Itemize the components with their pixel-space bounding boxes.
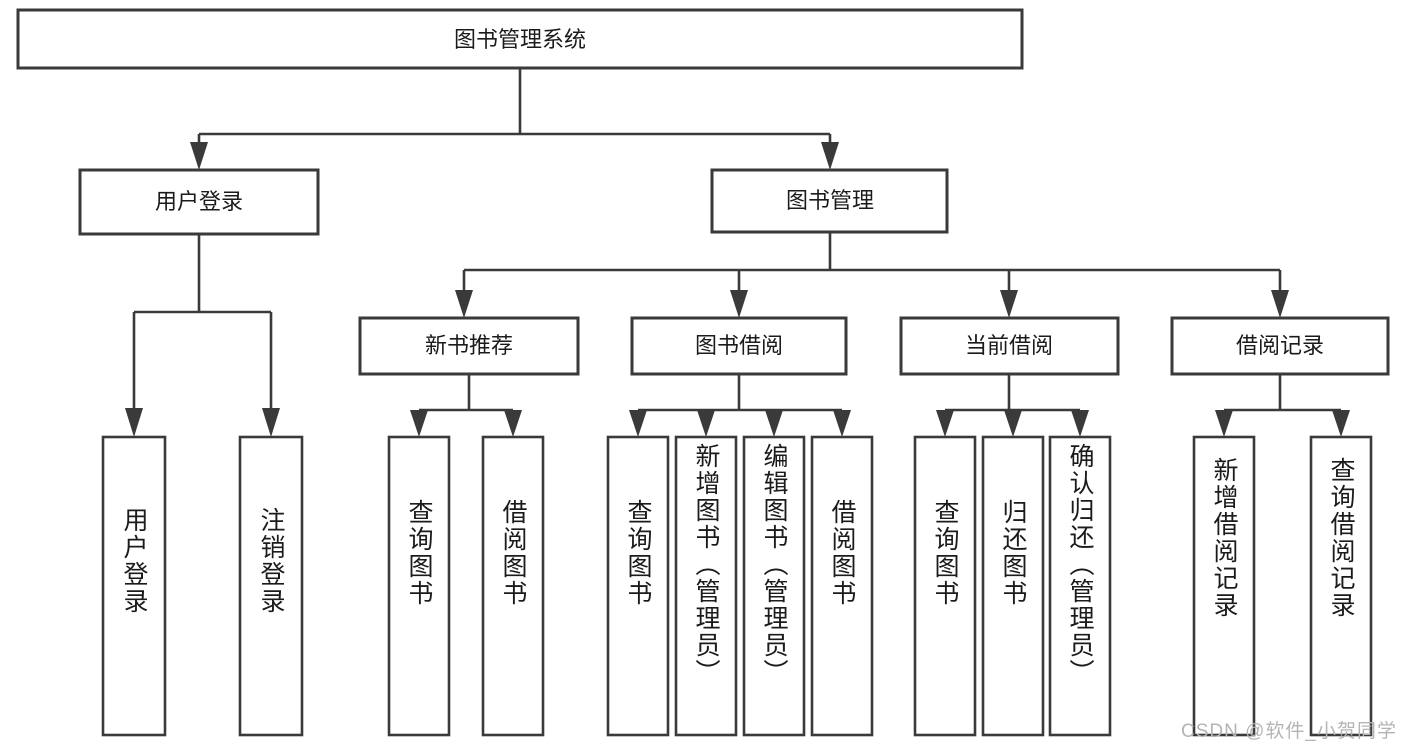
- arrow-head-icon: [262, 408, 280, 437]
- leaf-box-add-borrow-record[interactable]: [1192, 435, 1256, 737]
- node-root[interactable]: 图书管理系统: [16, 8, 1024, 70]
- leaf-box-add-book-admin[interactable]: [674, 435, 738, 737]
- node-borrow-record[interactable]: 借阅记录: [1170, 316, 1390, 376]
- node-user-login[interactable]: 用户登录: [78, 168, 320, 236]
- node-current-borrow[interactable]: 当前借阅: [899, 316, 1120, 376]
- node-root-box[interactable]: [16, 8, 1024, 70]
- arrow-head-icon: [1332, 410, 1350, 437]
- leaf-box-logout-login[interactable]: [238, 435, 304, 737]
- arrow-head-icon: [697, 410, 715, 437]
- leaf-box-user-login[interactable]: [101, 435, 167, 737]
- node-book-borrow-box[interactable]: [630, 316, 848, 376]
- arrow-head-icon: [410, 410, 428, 437]
- leaf-box-confirm-return-admin[interactable]: [1048, 435, 1112, 737]
- arrow-head-icon: [765, 410, 783, 437]
- node-book-management-label: 图书管理: [786, 188, 874, 213]
- node-new-book-recommend-box[interactable]: [358, 316, 580, 376]
- node-borrow-record-box[interactable]: [1170, 316, 1390, 376]
- node-user-login-label: 用户登录: [155, 189, 243, 214]
- leaf-box-query-book-borrow[interactable]: [606, 435, 670, 737]
- arrow-head-icon: [1215, 410, 1233, 437]
- arrow-head-icon: [125, 408, 143, 437]
- connector-group-current-borrow: [936, 374, 1089, 437]
- node-new-book-recommend-label: 新书推荐: [425, 333, 513, 358]
- leaf-box-borrow-book[interactable]: [810, 435, 874, 737]
- node-user-login-box[interactable]: [78, 168, 320, 236]
- node-root-label: 图书管理系统: [454, 27, 586, 52]
- node-new-book-recommend[interactable]: 新书推荐: [358, 316, 580, 376]
- arrow-head-icon: [629, 410, 647, 437]
- arrow-head-icon: [190, 142, 208, 170]
- connector-group-new-book: [410, 374, 522, 437]
- arrow-head-icon: [1004, 410, 1022, 437]
- leaf-box-borrow-book-newbook[interactable]: [481, 435, 545, 737]
- connector-group-borrow-record: [1215, 374, 1350, 437]
- node-book-management-box[interactable]: [710, 168, 949, 234]
- watermark-text: CSDN @软件_小贺同学: [1181, 721, 1397, 742]
- leaf-box-edit-book-admin[interactable]: [742, 435, 806, 737]
- arrow-head-icon: [1071, 410, 1089, 437]
- leaf-box-query-borrow-record[interactable]: [1309, 435, 1373, 737]
- connector-group-root: [190, 68, 839, 170]
- connector-group-book-mgmt: [455, 232, 1289, 318]
- arrow-head-icon: [730, 290, 748, 318]
- arrow-head-icon: [504, 410, 522, 437]
- arrow-head-icon: [1271, 290, 1289, 318]
- connector-group-user-login: [125, 234, 280, 437]
- connector-group-book-borrow: [629, 374, 851, 437]
- arrow-head-icon: [1000, 290, 1018, 318]
- leaf-boxes: [101, 435, 1373, 737]
- leaf-box-return-book[interactable]: [981, 435, 1045, 737]
- leaf-box-query-book-current[interactable]: [913, 435, 977, 737]
- arrow-head-icon: [936, 410, 954, 437]
- node-book-borrow-label: 图书借阅: [695, 333, 783, 358]
- node-current-borrow-label: 当前借阅: [965, 333, 1053, 358]
- node-book-management[interactable]: 图书管理: [710, 168, 949, 234]
- leaf-box-query-book-newbook[interactable]: [387, 435, 451, 737]
- node-current-borrow-box[interactable]: [899, 316, 1120, 376]
- node-book-borrow[interactable]: 图书借阅: [630, 316, 848, 376]
- arrow-head-icon: [821, 142, 839, 170]
- arrow-head-icon: [833, 410, 851, 437]
- arrow-head-icon: [455, 290, 473, 318]
- node-borrow-record-label: 借阅记录: [1236, 333, 1324, 358]
